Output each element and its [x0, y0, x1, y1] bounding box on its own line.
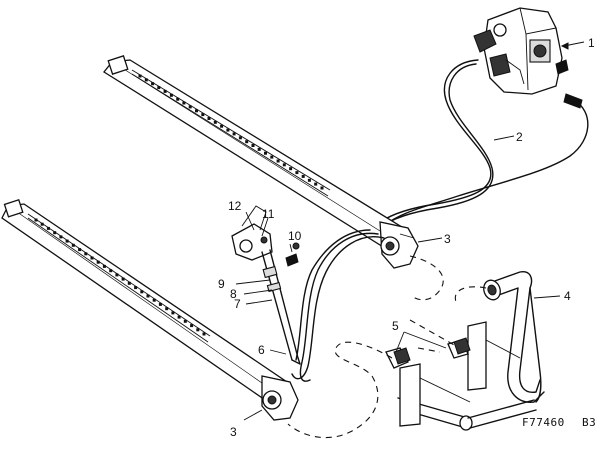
burner-port	[146, 294, 150, 298]
burner-port	[232, 132, 236, 136]
burner-port	[289, 167, 293, 171]
burner-port	[182, 101, 186, 105]
burner-port	[134, 286, 138, 290]
burner-port	[195, 109, 198, 113]
burner-port	[109, 269, 113, 273]
burner-port	[245, 140, 249, 144]
upper-burner	[103, 55, 419, 269]
leader-lines	[235, 41, 585, 421]
burner-port	[40, 222, 44, 226]
burner-port	[151, 82, 155, 86]
gas-valve	[473, 7, 569, 95]
burner-port	[270, 155, 274, 159]
upper-burner-ports	[138, 74, 324, 190]
orifice-fittings	[385, 337, 471, 369]
burner-port	[226, 128, 230, 132]
burner-port	[257, 147, 261, 151]
gas-tubing	[377, 59, 589, 229]
burner-port	[59, 235, 63, 239]
figure-code-text: F77460	[522, 416, 565, 429]
burner-port	[144, 78, 148, 82]
burner-port	[188, 105, 192, 109]
burner-port	[163, 89, 167, 93]
burner-port	[301, 174, 305, 178]
callout-12: 12	[228, 199, 242, 213]
burner-port	[96, 260, 100, 264]
igniter-assembly	[231, 205, 301, 365]
burner-port	[276, 159, 280, 163]
burner-port	[102, 264, 106, 268]
burner-port	[190, 324, 194, 328]
callout-8: 8	[230, 287, 237, 301]
callout-6: 6	[258, 343, 265, 357]
burner-port	[183, 319, 187, 323]
burner-port	[213, 120, 217, 124]
burner-port	[138, 74, 142, 78]
burner-port	[65, 239, 69, 243]
burner-port	[78, 248, 82, 252]
callout-3-upper: 3	[444, 232, 451, 246]
mounting-brackets	[399, 321, 521, 427]
lower-burner-ports	[34, 218, 206, 336]
burner-port	[71, 243, 75, 247]
callout-5: 5	[392, 319, 399, 333]
crossover-pipe	[291, 229, 385, 382]
burner-port	[220, 124, 224, 128]
assembly-guide-lines	[287, 255, 487, 439]
burner-port	[177, 315, 181, 319]
burner-port	[152, 298, 156, 302]
burner-port	[53, 231, 57, 235]
burner-port	[251, 144, 255, 147]
burner-port	[238, 136, 242, 140]
burner-port	[307, 178, 311, 182]
burner-port	[46, 226, 50, 230]
burner-port	[176, 97, 180, 101]
burner-port	[84, 252, 88, 256]
burner-port	[295, 171, 299, 175]
burner-port	[140, 290, 144, 294]
callout-9: 9	[218, 277, 225, 291]
figure-suffix-text: B3	[582, 416, 596, 429]
callout-labels: 1 2 3 4 5 6 7 8 9 10 11 12 3	[218, 36, 595, 439]
burner-port	[314, 182, 318, 186]
burner-port	[115, 273, 119, 277]
callout-1: 1	[588, 36, 595, 50]
callout-7: 7	[234, 297, 241, 311]
lower-burner	[1, 199, 299, 421]
burner-port	[320, 186, 324, 190]
burner-port	[34, 218, 38, 222]
burner-port	[121, 277, 125, 281]
burner-port	[127, 281, 131, 285]
burner-port	[158, 302, 162, 306]
burner-port	[196, 328, 200, 332]
callout-3-lower: 3	[230, 425, 237, 439]
burner-port	[157, 86, 161, 90]
callout-10: 10	[288, 229, 302, 243]
burner-port	[282, 163, 286, 167]
burner-port	[201, 113, 205, 117]
burner-port	[165, 307, 169, 311]
burner-port	[90, 256, 94, 260]
callout-11: 11	[262, 207, 275, 221]
burner-port	[171, 311, 175, 315]
burner-port	[207, 117, 211, 120]
callout-2: 2	[516, 130, 523, 144]
burner-port	[264, 151, 267, 155]
burner-port	[169, 93, 173, 97]
figure-code: F77460 B3	[522, 416, 596, 429]
callout-4: 4	[564, 289, 571, 303]
burner-port	[202, 332, 206, 336]
